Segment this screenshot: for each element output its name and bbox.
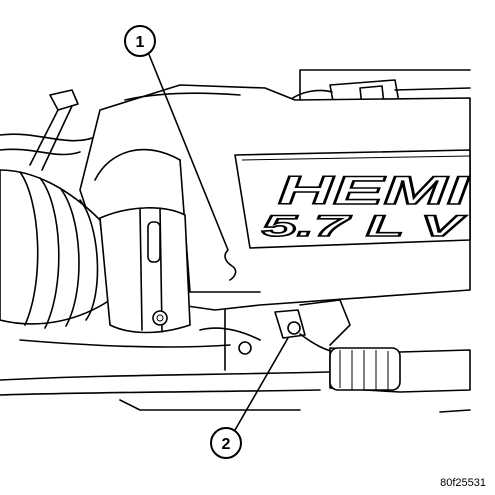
right-hose — [329, 347, 471, 393]
intake-coupler — [99, 207, 191, 334]
engine-cover-plate: HEMI 5.7 L V — [234, 149, 471, 249]
bottom-bracket — [119, 399, 471, 413]
callout-1-number: 1 — [136, 34, 145, 51]
lower-engine — [0, 299, 351, 396]
figure-code: 80f25531 — [440, 477, 486, 489]
callout-2-number: 2 — [222, 436, 231, 453]
sensor — [274, 309, 336, 353]
corrugated-intake-tube — [0, 169, 111, 329]
callout-2-leader — [234, 337, 289, 431]
engine-cover-displacement: 5.7 L V — [262, 210, 468, 243]
left-hose-bracket — [0, 89, 101, 171]
callout-1: 1 — [124, 25, 156, 57]
callout-2: 2 — [210, 427, 242, 459]
engine-cover-hemi: HEMI — [278, 169, 470, 213]
callout-1-leader — [147, 51, 237, 281]
